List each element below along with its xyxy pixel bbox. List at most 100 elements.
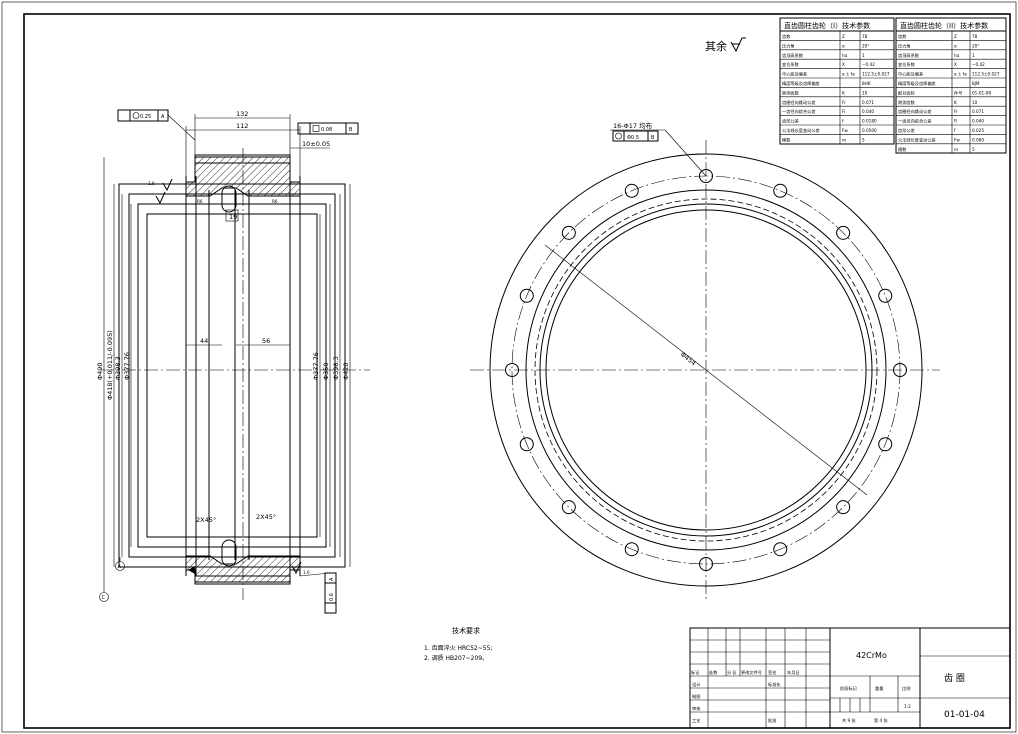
svg-text:0.6: 0.6 [329,593,335,601]
gear-table-2-cell: 模数 [898,146,907,153]
pcd-dimension-line [544,244,868,496]
dim-19: 19 [229,213,237,221]
gear-table-1-cell: 78 [862,34,868,39]
bolt-hole [519,288,534,303]
holes-note: 16-Φ17 均布 [613,121,653,130]
runout-icon [132,112,140,119]
dia-left-2: Φ418(+0.011/-0.095) [106,330,114,400]
gear-table-2-cell: 10 [972,100,978,105]
gear-table-1-cell: 8HK [862,81,871,86]
title-block: 标记处数分 区更改文件号签名年月日 设计 标准化 制图 审核 工艺 批准 42C… [689,627,1011,729]
gear-table-2-cell: α [954,43,957,48]
tech-req-title: 技术要求 [452,626,480,635]
gear-table-2-cell: 变位系数 [898,61,916,68]
gear-table-1-cell: 20° [862,43,869,48]
svg-text:A: A [118,564,122,570]
gear-table-1-cell: 压力角 [782,42,795,49]
gear-table-1-cell: Fr [842,100,846,105]
gear-table-2-cell: f [954,128,956,133]
dia-left-1: Φ490 [96,362,104,380]
gear-table-2-cell: 112.5±0.027 [972,72,1000,77]
svg-text:A: A [161,114,165,120]
fcf-top-right: 0.08 B [297,122,359,135]
gear-table-1-cell: ha [842,53,848,58]
gear-table-1-cell: −0.42 [862,62,875,67]
gear-table-2-cell: 一齿径向综合公差 [898,118,932,125]
gear-table-2-cell: 公法线长度变动公差 [898,136,936,143]
gear-table-1-cell: 跨测齿数 [782,89,800,96]
technical-requirements: 技术要求 1. 齿面淬火 HRC52~55; 2. 调质 HB207~209。 [424,626,492,662]
section-view: 132 112 10±0.05 19 44 56 2X45° 2X45° R6 … [96,109,370,614]
tb-row-label: 签名 [768,669,776,676]
gear-table-2-cell: 0.060 [972,137,984,142]
tb-material: 42CrMo [856,651,887,660]
tb-weight: 重量 [875,685,883,692]
tb-scale: 1:2 [904,704,911,709]
gear-table-2-cell: 齿顶高系数 [898,52,920,59]
gear-table-1-cell: Z [842,34,845,39]
gear-table-2-cell: 件号 [954,89,962,96]
svg-text:B: B [349,127,353,133]
bolt-hole [624,542,639,557]
tb-part-name: 齿 圈 [944,673,965,684]
bolt-hole [878,437,893,452]
svg-text:B: B [651,135,655,141]
tb-sheets: 共 9 张 [842,717,857,724]
fcf-bottom: 0.6 A [299,572,337,614]
gear-table-2-cell: a ± fa [954,72,967,77]
datum-b-marker [188,566,195,574]
gear-table-1-cell: 齿数 [782,33,791,40]
gear-table-2-cell: X [954,62,957,67]
dia-right-3: Φ398.3 [332,356,340,380]
gear-table-2-cell: m [954,147,958,152]
gear-table-1-cell: 112.5±0.027 [862,72,890,77]
gear-table-1-cell: 中心距及偏差 [782,71,807,78]
svg-text:A: A [329,577,335,581]
gear-table-1-cell: 精度等级及齿厚偏差 [782,80,820,87]
dia-right-1: Φ377.76 [312,352,320,380]
section-outline-inner [137,203,327,548]
dim-10: 10±0.05 [302,140,330,148]
gear-table-2-cell: 1 [972,53,975,58]
tb-review: 审核 [692,705,701,712]
tb-approve: 批准 [768,717,776,724]
dia-left-3: Φ398.3 [114,356,122,380]
bolt-hole [836,225,851,240]
datum-a-marker: A [115,557,125,571]
gear-table-2-cell: 齿数 [898,33,907,40]
gear-table-1-cell: f [842,119,844,124]
dim-56: 56 [262,337,270,345]
tb-row-label: 年月日 [787,669,800,676]
gear-table-1-title: 直齿圆柱齿轮（I）技术参数 [784,21,870,30]
gear-table-1-cell: 一齿径向综合公差 [782,108,816,115]
svg-text:C: C [102,595,106,601]
gear-table-1-cell: X [842,62,845,67]
dia-left-4: Φ377.76 [123,352,131,380]
tb-row-label: 标记 [691,669,700,676]
surf-r6-right: R6 [272,199,278,204]
bolt-hole [624,183,639,198]
gear-table-2-cell: 跨测齿数 [898,99,916,106]
gear-table-2-cell: 精度等级及齿厚偏差 [898,80,936,87]
tb-stage-mark: 阶段标记 [840,685,858,692]
roughness-symbol-icon [730,37,746,53]
chamfer-left: 2X45° [196,516,216,524]
gear-table-1-cell: 10 [862,90,868,95]
tb-process: 工艺 [692,718,700,723]
svg-text:Φ0.5: Φ0.5 [627,135,639,141]
gear-table-1-cell: 公法线长度变动公差 [782,127,820,134]
gear-table-2-cell: 齿圈径向跳动公差 [898,108,932,115]
dim-44: 44 [200,337,208,345]
tb-drawing-no: 01-01-04 [944,710,985,720]
gear-table-1-cell: 0.040 [862,109,874,114]
gear-table-2-cell: 5 [972,147,975,152]
tb-row-label: 分 区 [727,669,737,676]
gear-table-1-cell: 1 [862,53,865,58]
gear-table-2-cell: K [954,100,957,105]
bolt-hole [773,183,788,198]
gear-table-2-cell: 01-01-08 [972,90,991,95]
svg-text:0.25: 0.25 [140,114,151,120]
